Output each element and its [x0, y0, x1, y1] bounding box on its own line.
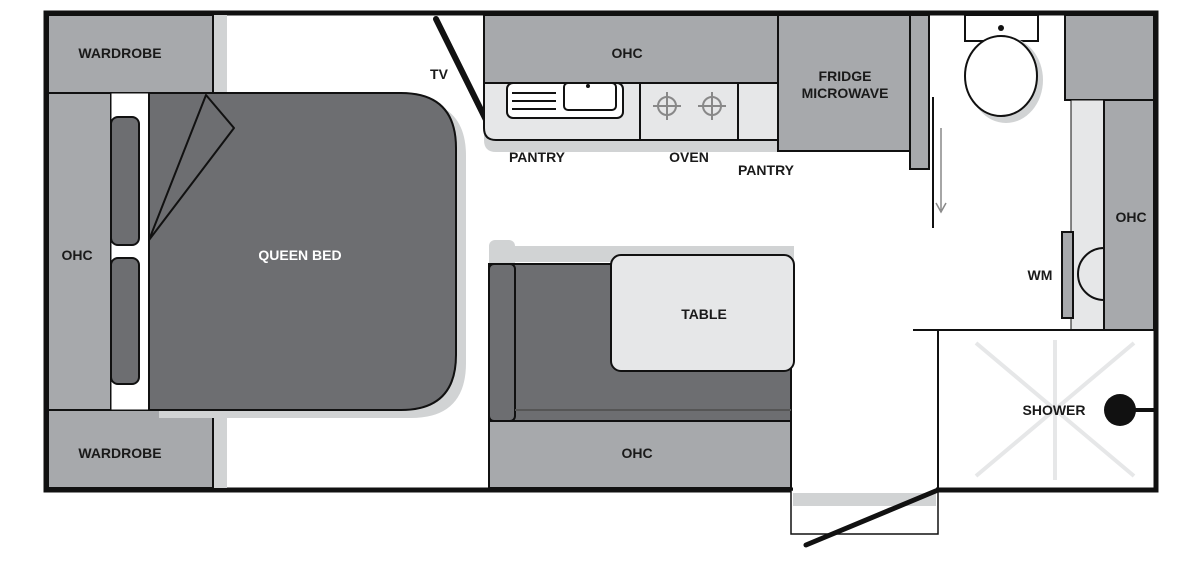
right-cabinet-shadow: [1070, 99, 1105, 331]
label-ohc-top: OHC: [611, 45, 642, 61]
wardrobe-top: [47, 14, 214, 94]
pillow-bottom: [110, 257, 140, 385]
queen-bed: [148, 92, 457, 411]
label-wm: WM: [1028, 267, 1053, 283]
pillow-top: [110, 116, 140, 246]
label-queen-bed: QUEEN BED: [258, 247, 341, 263]
bed-fold: [148, 94, 235, 241]
dinette-shadow-back: [489, 240, 515, 268]
label-wardrobe-top: WARDROBE: [78, 45, 161, 61]
entry-door: [803, 487, 941, 548]
label-ohc-right: OHC: [1115, 209, 1146, 225]
label-shower: SHOWER: [1023, 402, 1086, 418]
tap-icon: [586, 84, 590, 88]
label-tv: TV: [430, 66, 449, 82]
dinette-seat-back: [488, 263, 516, 422]
label-pantry-left: PANTRY: [509, 149, 566, 165]
pantry-right: [909, 14, 930, 170]
toilet-bowl: [964, 35, 1038, 117]
fridge-microwave: [777, 14, 911, 152]
label-oven: OVEN: [669, 149, 709, 165]
label-fridge: FRIDGE: [819, 68, 872, 84]
ohc-bottom: [488, 420, 792, 489]
entry-door-step-shadow: [793, 492, 936, 506]
cooktop: [639, 82, 739, 141]
wardrobe-shadow-top: [213, 15, 227, 93]
shower-floor-pattern: [974, 340, 1136, 480]
ohc-top: [483, 14, 779, 84]
table: [610, 254, 795, 372]
washing-machine: [1061, 231, 1074, 319]
door-slide-arrow-icon: [935, 202, 947, 214]
label-ohc-bottom: OHC: [621, 445, 652, 461]
cabinet-top-right: [1064, 14, 1155, 101]
label-microwave: MICROWAVE: [802, 85, 889, 101]
wardrobe-shadow-bottom: [213, 410, 227, 488]
flush-button-icon: [998, 25, 1004, 31]
washing-machine-door: [1077, 247, 1105, 301]
sink-bowl: [563, 82, 617, 111]
label-wardrobe-bottom: WARDROBE: [78, 445, 161, 461]
burner-right-icon: [698, 92, 726, 120]
label-ohc-left: OHC: [61, 247, 92, 263]
label-table: TABLE: [681, 306, 727, 322]
burner-left-icon: [653, 92, 681, 120]
label-pantry-right: PANTRY: [738, 162, 795, 178]
ohc-right: [1103, 99, 1155, 331]
tv-unit: [433, 16, 493, 131]
